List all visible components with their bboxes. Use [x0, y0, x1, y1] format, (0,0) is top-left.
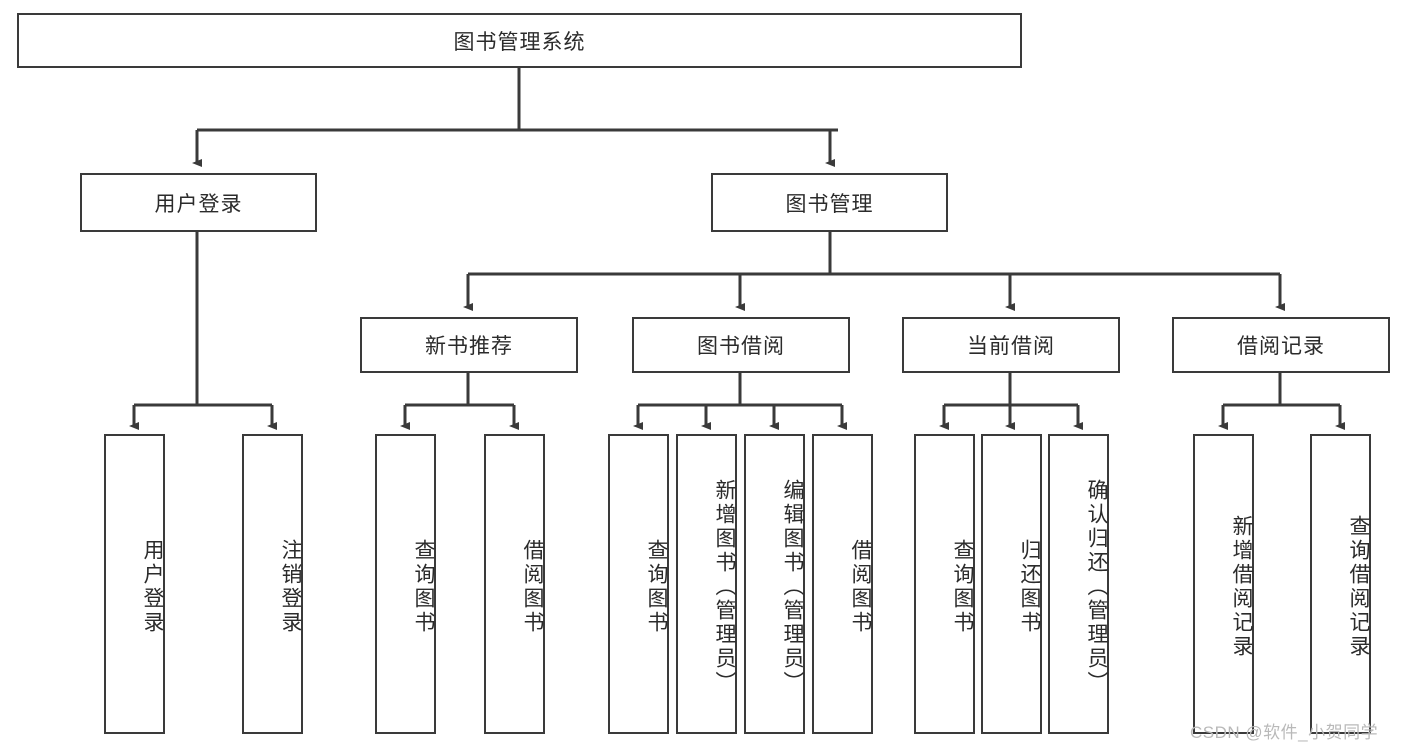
leaf-current-borrow-query-book[interactable]: 查询图书 [914, 434, 975, 734]
leaf-new-book-query-book[interactable]: 查询图书 [375, 434, 436, 734]
node-label: 新书推荐 [425, 335, 513, 358]
node-label: 当前借阅 [967, 335, 1055, 358]
node-book-management-system[interactable]: 图书管理系统 [17, 13, 1022, 68]
node-borrow-record[interactable]: 借阅记录 [1172, 317, 1390, 373]
leaf-current-borrow-confirm-return-admin[interactable]: 确认归还（管理员） [1048, 434, 1109, 734]
node-current-borrow[interactable]: 当前借阅 [902, 317, 1120, 373]
node-label: 借阅图书 [849, 539, 872, 635]
leaf-book-borrow-borrow-book[interactable]: 借阅图书 [812, 434, 873, 734]
node-label: 图书管理 [785, 192, 874, 216]
leaf-borrow-record-add-record[interactable]: 新增借阅记录 [1193, 434, 1254, 734]
node-book-management[interactable]: 图书管理 [711, 173, 948, 232]
node-user-login[interactable]: 用户登录 [80, 173, 317, 232]
node-label: 新增借阅记录 [1230, 515, 1253, 659]
leaf-book-borrow-add-book-admin[interactable]: 新增图书（管理员） [676, 434, 737, 734]
leaf-book-borrow-edit-book-admin[interactable]: 编辑图书（管理员） [744, 434, 805, 734]
node-label: 查询借阅记录 [1347, 515, 1370, 659]
node-label: 图书管理系统 [453, 30, 586, 54]
leaf-borrow-record-query-record[interactable]: 查询借阅记录 [1310, 434, 1371, 734]
watermark-text: CSDN @软件_小贺同学 [1190, 723, 1379, 742]
node-label: 查询图书 [951, 539, 974, 635]
node-label: 借阅记录 [1237, 335, 1325, 358]
node-label: 查询图书 [645, 539, 668, 635]
node-label: 注销登录 [279, 539, 302, 635]
node-label: 用户登录 [141, 539, 164, 635]
node-label: 归还图书 [1018, 539, 1041, 635]
leaf-book-borrow-query-book[interactable]: 查询图书 [608, 434, 669, 734]
leaf-new-book-borrow-book[interactable]: 借阅图书 [484, 434, 545, 734]
leaf-user-login-logout[interactable]: 注销登录 [242, 434, 303, 734]
leaf-user-login-login[interactable]: 用户登录 [104, 434, 165, 734]
node-book-borrow[interactable]: 图书借阅 [632, 317, 850, 373]
node-label: 新增图书（管理员） [713, 479, 736, 695]
node-label: 查询图书 [412, 539, 435, 635]
node-label: 确认归还（管理员） [1085, 479, 1108, 695]
leaf-current-borrow-return-book[interactable]: 归还图书 [981, 434, 1042, 734]
node-new-book-recommend[interactable]: 新书推荐 [360, 317, 578, 373]
node-label: 编辑图书（管理员） [781, 479, 804, 695]
node-label: 借阅图书 [521, 539, 544, 635]
node-label: 图书借阅 [697, 335, 785, 358]
node-label: 用户登录 [154, 192, 243, 216]
